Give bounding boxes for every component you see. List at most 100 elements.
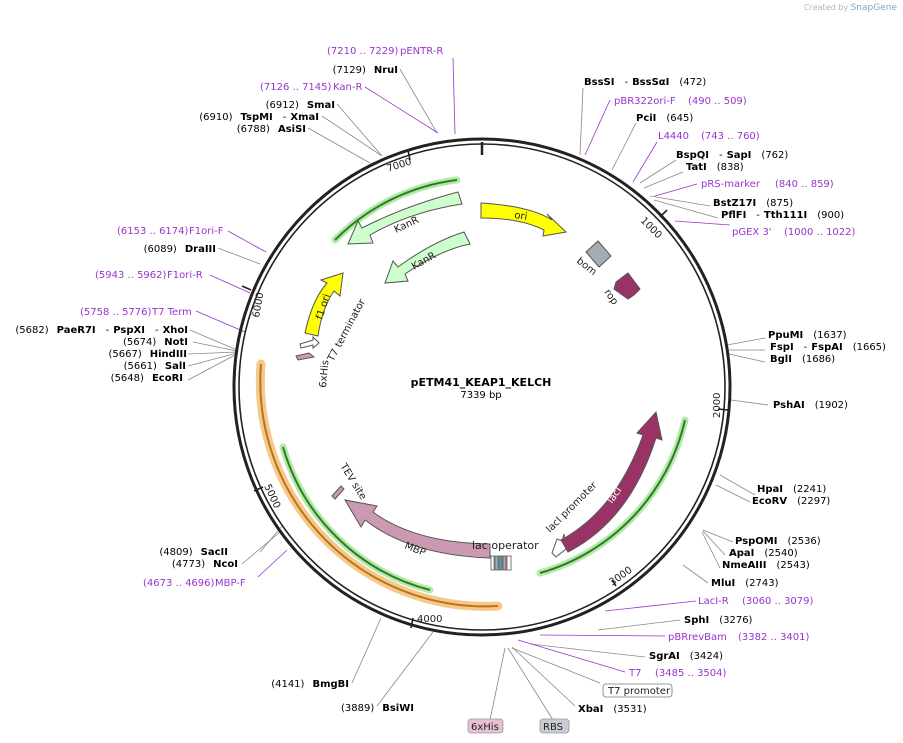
feature-tev-site[interactable] <box>331 485 345 500</box>
enzyme-sacii: SacII <box>201 547 228 558</box>
svg-text:(4773)NcoI: (4773)NcoI <box>172 559 238 570</box>
enzyme-asisi: AsiSI <box>278 124 306 135</box>
enzyme-pos: (645) <box>666 113 693 124</box>
enzyme-pos: (6788) <box>237 124 270 135</box>
enzyme-bsssi: BssSI <box>584 77 614 88</box>
svg-text:NmeAIII(2543): NmeAIII(2543) <box>722 560 810 571</box>
primer-laci-r-range: (3060 .. 3079) <box>742 596 814 607</box>
enzyme-xmai: XmaI <box>290 112 319 123</box>
feature-kanr-1[interactable] <box>347 191 463 245</box>
enzyme-pos: (3276) <box>719 615 752 626</box>
feature-6xhis[interactable] <box>295 352 316 361</box>
feature-mbp[interactable] <box>344 499 491 559</box>
enzyme-pos: (762) <box>761 150 788 161</box>
enzyme-pos: (1637) <box>813 330 846 341</box>
primer-kan-r-name: Kan-R <box>333 82 362 93</box>
svg-text:FspI-FspAI(1665): FspI-FspAI(1665) <box>770 342 886 353</box>
enzyme-pos: (4773) <box>172 559 205 570</box>
badge-rbs-label: RBS <box>543 722 563 733</box>
enzyme-sep: - <box>283 112 287 123</box>
svg-text:(6910)TspMI-XmaI: (6910) TspMI-XmaI <box>199 112 319 123</box>
feature-lac-operator-label: lac operator <box>472 539 539 552</box>
svg-text:MluI(2743): MluI (2743) <box>711 578 779 589</box>
enzyme-pcii: PciI <box>636 113 656 124</box>
primer-pentr-r-name: pENTR-R <box>400 46 443 57</box>
primer-mbp-f-name: MBP-F <box>215 578 246 589</box>
bp-ticks <box>241 149 729 629</box>
enzyme-pos: (6910) <box>199 112 232 123</box>
svg-text:EcoRV(2297): EcoRV(2297) <box>752 496 830 507</box>
svg-text:SgrAI(3424): SgrAI (3424) <box>649 651 723 662</box>
enzyme-sep: - <box>155 325 159 336</box>
enzyme-pos: (1665) <box>853 342 886 353</box>
primer-t7-range: (3485 .. 3504) <box>655 668 727 679</box>
enzyme-pos: (5674) <box>123 337 156 348</box>
enzyme-sep: - <box>804 342 808 353</box>
feature-laci[interactable] <box>560 410 663 553</box>
enzyme-pos: (3531) <box>613 704 646 715</box>
connector-lines <box>187 68 769 707</box>
enzyme-tspmi: TspMI <box>241 112 273 123</box>
enzyme-pos: (4809) <box>159 547 192 558</box>
enzyme-sapi: SapI <box>727 150 752 161</box>
enzyme-pos: (472) <box>679 77 706 88</box>
enzyme-apai: ApaI <box>729 548 754 559</box>
feature-rop[interactable] <box>613 272 641 300</box>
enzyme-pshai: PshAI <box>773 400 805 411</box>
primer-t7term-name: T7 Term <box>151 307 192 318</box>
svg-text:(4141)BmgBI: (4141)BmgBI <box>271 679 349 690</box>
enzyme-pos: (2297) <box>797 496 830 507</box>
feature-ori[interactable] <box>480 202 568 237</box>
primer-prs-marker-range: (840 .. 859) <box>775 179 834 190</box>
enzyme-bmgbi: BmgBI <box>312 679 349 690</box>
primer-mbp-f-range: (4673 .. 4696) <box>143 578 215 589</box>
enzyme-pos: (2536) <box>787 536 820 547</box>
primer-labels: (7210 .. 7229) pENTR-R (7126 .. 7145) Ka… <box>80 46 856 679</box>
badge-t7-promoter[interactable] <box>602 683 673 698</box>
enzyme-pos: (5667) <box>108 349 141 360</box>
primer-pbrrevbam-name: pBRrevBam <box>668 632 727 643</box>
enzyme-ecori: EcoRI <box>152 373 183 384</box>
primer-l4440-name: L4440 <box>658 131 689 142</box>
feature-6xhis-label: 6xHis <box>318 360 331 389</box>
enzyme-pos: (3889) <box>341 703 374 714</box>
badge-rbs[interactable] <box>539 718 570 734</box>
feature-kanr-2[interactable] <box>384 231 471 284</box>
svg-text:PflFI-Tth111I(900): PflFI-Tth111I(900) <box>721 210 844 221</box>
primer-f1ori-f-range: (6153 .. 6174) <box>117 226 189 237</box>
enzyme-mlui: MluI <box>711 578 735 589</box>
feature-ori-label: ori <box>514 210 528 223</box>
svg-text:(5667)HindIII: (5667)HindIII <box>108 349 187 360</box>
enzyme-sphi: SphI <box>684 615 709 626</box>
enzyme-pos: (3424) <box>690 651 723 662</box>
feature-f1-ori[interactable] <box>304 272 344 337</box>
enzyme-pspomi: PspOMI <box>735 536 777 547</box>
enzyme-pos: (5661) <box>124 361 157 372</box>
svg-text:(6788)AsiSI: (6788) AsiSI <box>237 124 306 135</box>
feature-t7-terminator[interactable] <box>299 335 320 350</box>
primer-pbrrevbam-range: (3382 .. 3401) <box>738 632 810 643</box>
enzyme-sgrai: SgrAI <box>649 651 680 662</box>
svg-text:(6089)DraIII: (6089)DraIII <box>144 244 216 255</box>
enzyme-pos: (2743) <box>745 578 778 589</box>
enzyme-pos: (1686) <box>802 354 835 365</box>
svg-text:(7129)NruI: (7129)NruI <box>333 65 398 76</box>
svg-text:PspOMI(2536): PspOMI (2536) <box>735 536 821 547</box>
enzyme-pos: (2241) <box>793 484 826 495</box>
badge-6xhis[interactable] <box>467 718 504 734</box>
enzyme-labels-right: BssSI-BssSαI(472) PciI(645) BspQI-SapI(7… <box>578 77 886 715</box>
feature-bom[interactable] <box>585 240 612 268</box>
enzyme-noti: NotI <box>164 337 188 348</box>
snapgene-logo: SnapGene <box>850 3 897 13</box>
enzyme-sep: - <box>719 150 723 161</box>
plasmid-size: 7339 bp <box>460 390 501 401</box>
lac-operator-block[interactable] <box>490 555 512 571</box>
enzyme-nrui: NruI <box>374 65 398 76</box>
badge-6xhis-label: 6xHis <box>471 722 499 733</box>
primer-t7-name: T7 <box>628 668 641 679</box>
svg-text:BspQI-SapI(762): BspQI-SapI(762) <box>676 150 788 161</box>
svg-text:PshAI(1902): PshAI(1902) <box>773 400 848 411</box>
primer-l4440-range: (743 .. 760) <box>701 131 760 142</box>
enzyme-pos: (6089) <box>144 244 177 255</box>
